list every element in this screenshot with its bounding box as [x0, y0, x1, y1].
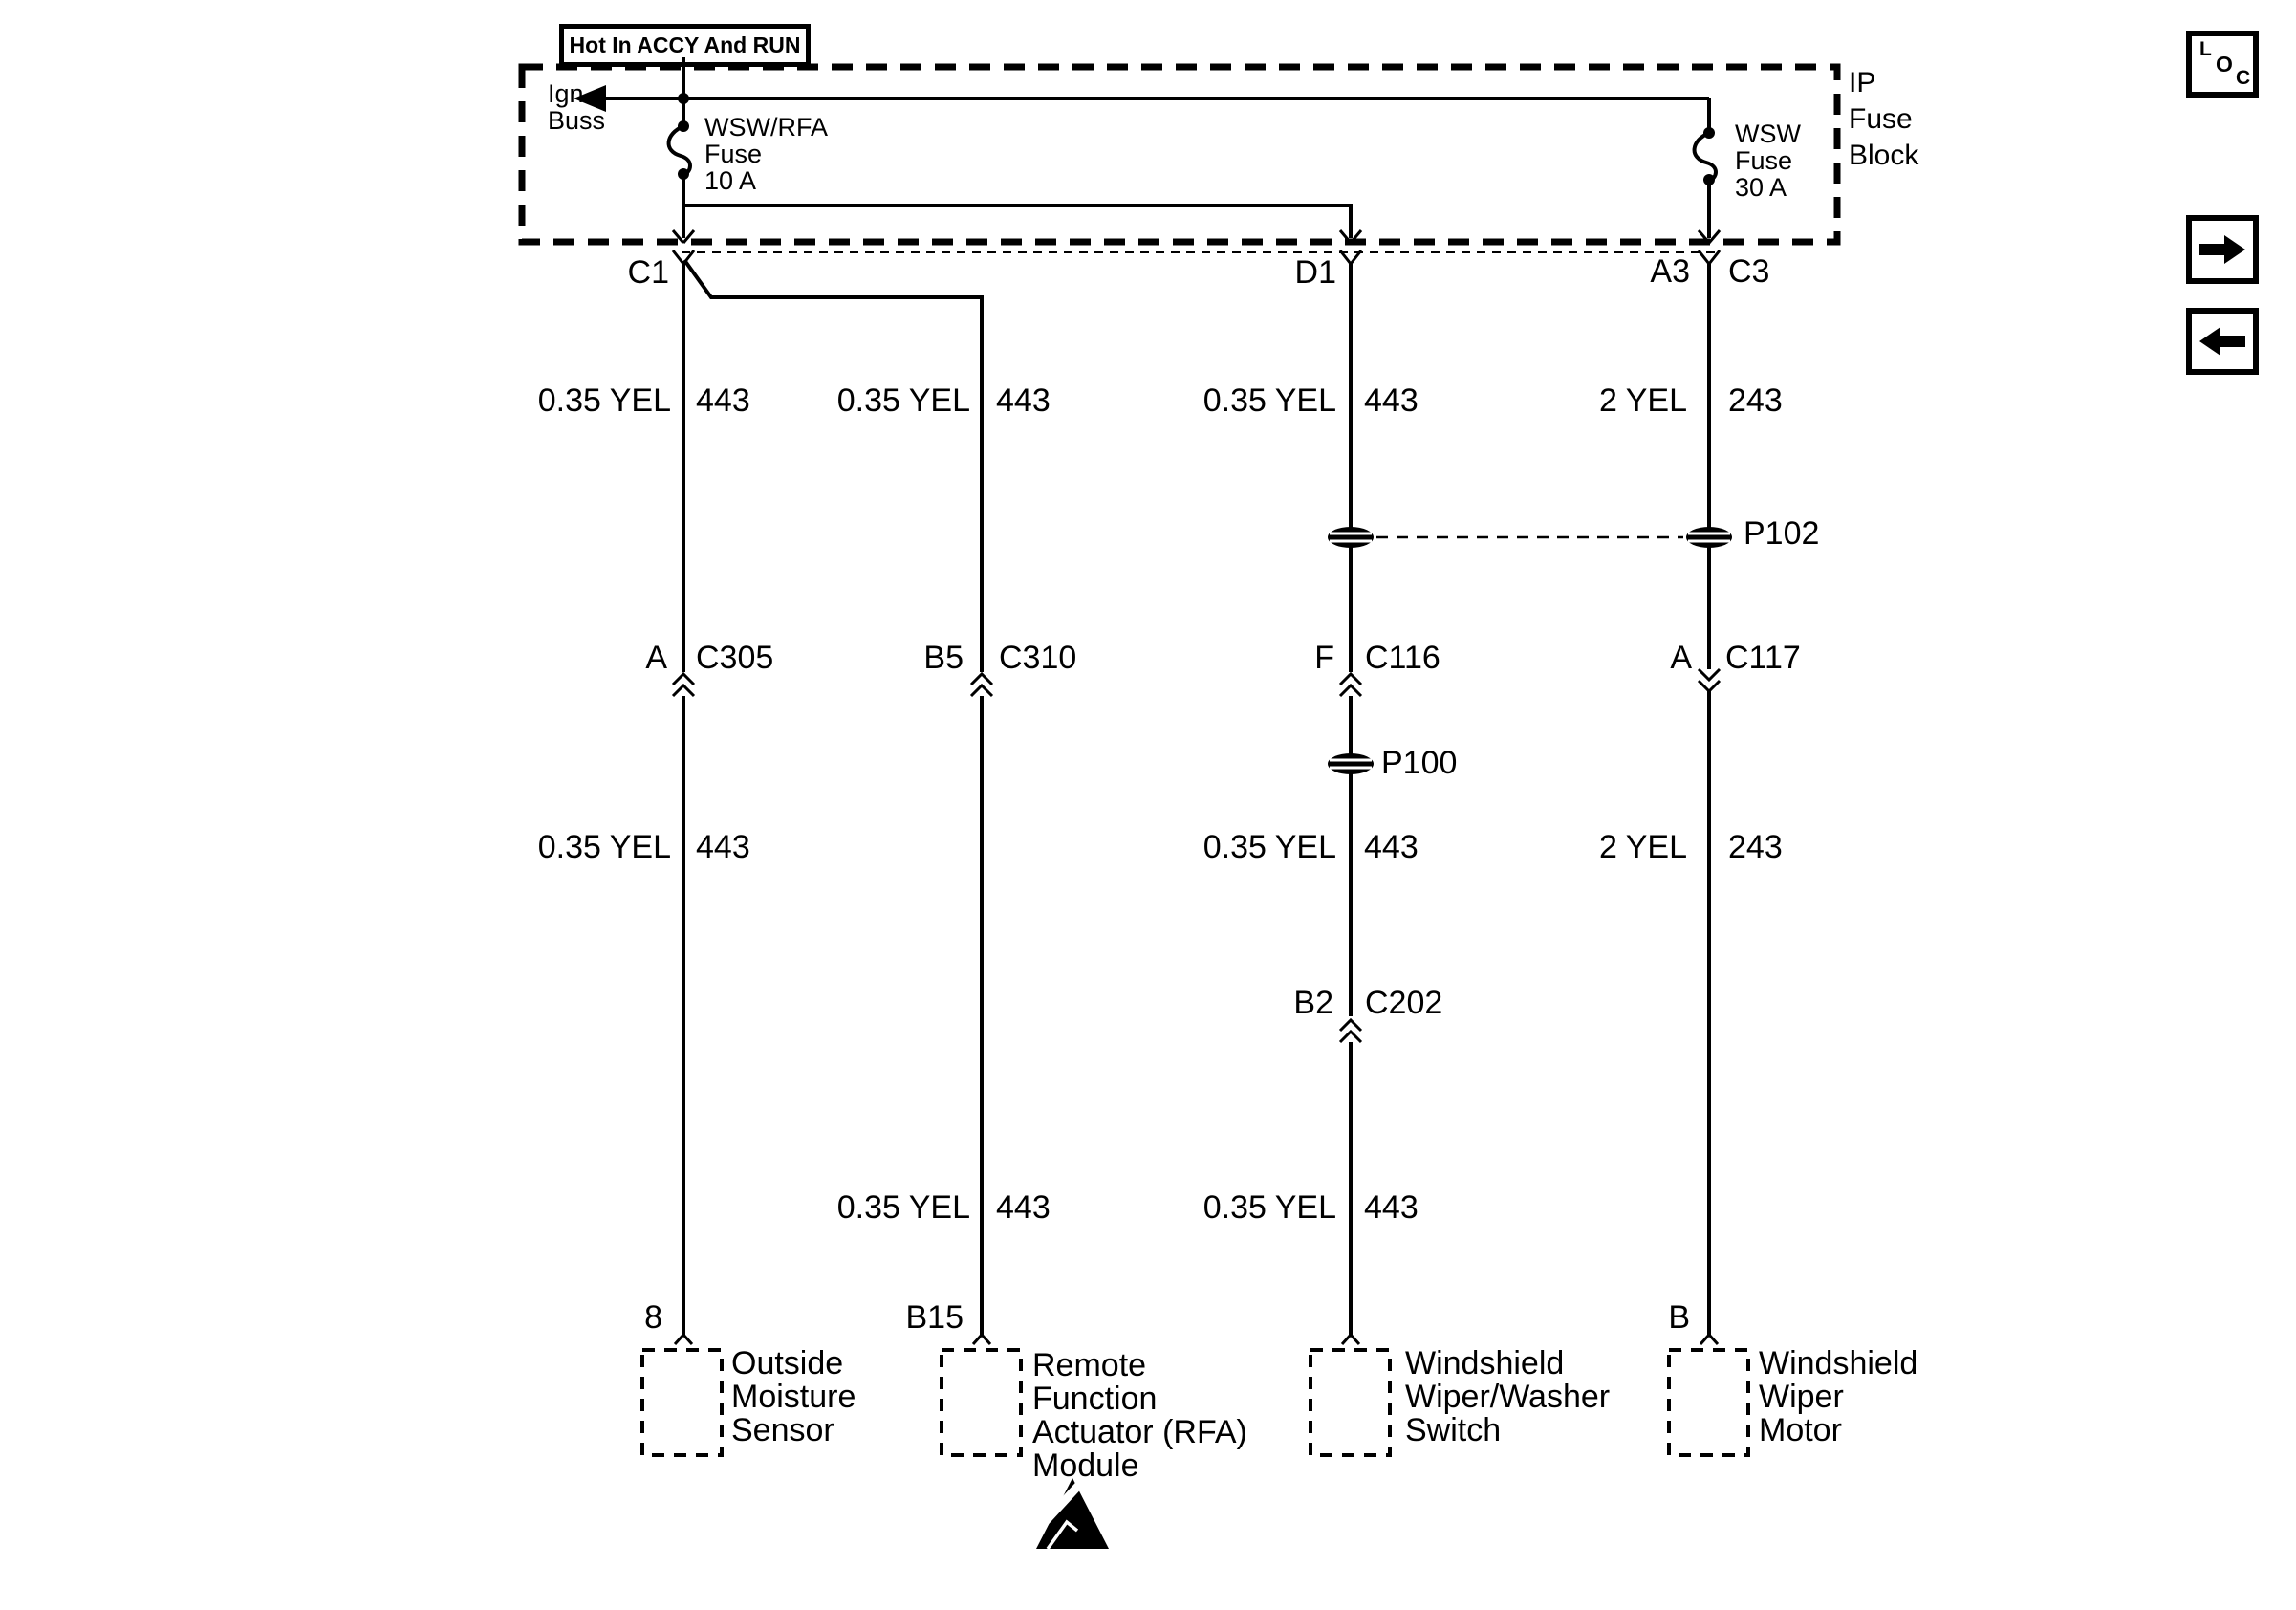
- loc-letter-o: O: [2216, 52, 2233, 76]
- pin-b2-label: B2: [1293, 985, 1333, 1021]
- fuse-right-word: Fuse: [1735, 146, 1793, 175]
- fuse-left-name: WSW/RFA: [704, 113, 828, 141]
- top-connector-forks: [671, 250, 1722, 267]
- component-line: Function: [1032, 1381, 1158, 1417]
- wire-gauge-label: 0.35 YEL: [537, 829, 671, 865]
- fuse-label: Fuse: [1849, 103, 1913, 135]
- loc-button[interactable]: L O C: [2186, 31, 2259, 98]
- wire-circuit-label: 443: [1364, 829, 1419, 865]
- splice-p102-label: P102: [1744, 515, 1820, 552]
- pin-8-label: 8: [644, 1299, 662, 1336]
- component-line: Outside: [731, 1345, 844, 1382]
- component-wiper-switch-label: Windshield Wiper/Washer Switch: [1405, 1347, 1610, 1447]
- wire-circuit-label: 443: [696, 382, 750, 419]
- wire-gauge-label: 0.35 YEL: [1202, 382, 1336, 419]
- component-boxes: [640, 1348, 1750, 1457]
- loc-letter-l: L: [2199, 38, 2212, 60]
- connector-c305-label: C305: [696, 640, 774, 676]
- component-line: Actuator (RFA): [1032, 1414, 1247, 1450]
- wire-gauge-label: 0.35 YEL: [836, 1189, 970, 1226]
- fuse-left-rating: 10 A: [704, 166, 757, 195]
- pin-b-label: B: [1668, 1299, 1690, 1336]
- connector-d1-label: D1: [1294, 254, 1336, 291]
- previous-page-button[interactable]: [2186, 308, 2259, 375]
- ign-line1: Ign: [548, 79, 584, 108]
- component-line: Switch: [1405, 1412, 1502, 1448]
- splice-p100-icon: [1328, 753, 1374, 774]
- pin-label: F: [1314, 640, 1334, 676]
- fuse-right-name: WSW: [1735, 120, 1801, 148]
- component-line: Windshield: [1759, 1345, 1918, 1382]
- ip-label: IP: [1849, 67, 1876, 98]
- fuse-exit-arrow-icons: [671, 229, 1722, 244]
- wire-circuit-label: 243: [1728, 829, 1783, 865]
- ip-fuse-block-outline: [518, 63, 1841, 246]
- wire-gauge-label: 2 YEL: [1598, 382, 1687, 419]
- component-rfa-module-label: Remote Function Actuator (RFA) Module: [1032, 1349, 1247, 1483]
- ip-fuse-block-label: IP Fuse Block: [1849, 65, 1918, 174]
- component-line: Sensor: [731, 1412, 834, 1448]
- pin-a3-label: A3: [1650, 253, 1690, 290]
- arrow-right-icon: [2199, 235, 2245, 264]
- ign-buss-arrow-icon: [574, 85, 606, 112]
- component-line: Motor: [1759, 1412, 1842, 1448]
- component-moisture-sensor-label: Outside Moisture Sensor: [731, 1347, 856, 1447]
- pin-label: A: [645, 640, 667, 676]
- connector-c202-label: C202: [1365, 985, 1443, 1021]
- connector-c3-label: C3: [1728, 253, 1770, 290]
- connector-c310-label: C310: [999, 640, 1077, 676]
- hot-in-accy-run-label: Hot In ACCY And RUN: [559, 24, 811, 67]
- component-line: Windshield: [1405, 1345, 1565, 1382]
- wire-circuit-label: 443: [696, 829, 750, 865]
- splice-p102-icon: [1328, 527, 1732, 548]
- component-pin-icons: [673, 1332, 1720, 1346]
- component-line: Remote: [1032, 1347, 1147, 1383]
- component-line: Moisture: [731, 1379, 856, 1415]
- connector-c117-label: C117: [1725, 640, 1801, 676]
- loc-letter-c: C: [2236, 67, 2251, 89]
- block-label: Block: [1849, 140, 1919, 171]
- wire-circuit-label: 443: [1364, 382, 1419, 419]
- inline-connector-icons: [671, 667, 1722, 1044]
- wire-gauge-label: 2 YEL: [1598, 829, 1687, 865]
- pin-label: A: [1670, 640, 1692, 676]
- component-wiper-motor-label: Windshield Wiper Motor: [1759, 1347, 1917, 1447]
- ign-line2: Buss: [548, 106, 606, 135]
- splice-p100-label: P100: [1381, 745, 1458, 781]
- wsw-rfa-fuse-label: WSW/RFA Fuse 10 A: [704, 114, 828, 194]
- pin-b15-label: B15: [905, 1299, 964, 1336]
- pin-label: B5: [923, 640, 964, 676]
- wire-circuit-label: 443: [996, 382, 1051, 419]
- component-line: Module: [1032, 1447, 1139, 1484]
- ign-buss-label: Ign Buss: [548, 80, 605, 134]
- fuse-left-word: Fuse: [704, 140, 763, 168]
- esd-warning-icon: [1029, 1478, 1109, 1551]
- wire-gauge-label: 0.35 YEL: [537, 382, 671, 419]
- wire-gauge-label: 0.35 YEL: [1202, 829, 1336, 865]
- wire-circuit-label: 443: [1364, 1189, 1419, 1226]
- component-line: Wiper: [1759, 1379, 1844, 1415]
- next-page-button[interactable]: [2186, 215, 2259, 284]
- arrow-left-icon: [2199, 327, 2245, 356]
- fuse-right-rating: 30 A: [1735, 173, 1787, 202]
- wire-gauge-label: 0.35 YEL: [836, 382, 970, 419]
- connector-c1-label: C1: [627, 254, 669, 291]
- wire-gauge-label: 0.35 YEL: [1202, 1189, 1336, 1226]
- wsw-fuse-label: WSW Fuse 30 A: [1735, 120, 1801, 201]
- component-line: Wiper/Washer: [1405, 1379, 1611, 1415]
- connector-c116-label: C116: [1365, 640, 1440, 676]
- wire-circuit-label: 443: [996, 1189, 1051, 1226]
- wire-circuit-label: 243: [1728, 382, 1783, 419]
